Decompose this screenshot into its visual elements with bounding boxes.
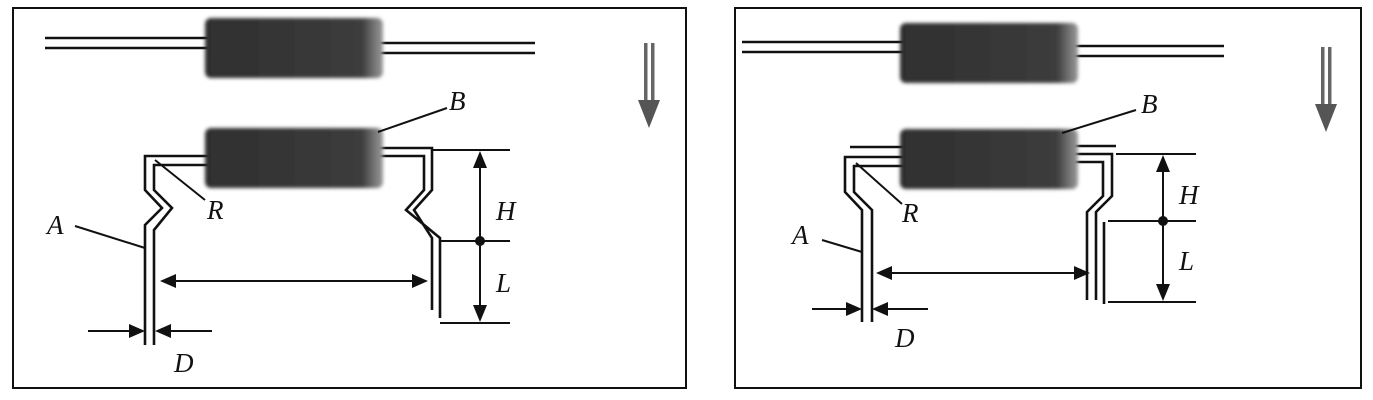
panel-2-label-a: A	[790, 220, 809, 250]
panel-2-straight-resistor	[742, 23, 1224, 83]
panel-2-label-l: L	[1178, 246, 1194, 276]
panel-2-formed-resistor	[843, 129, 1116, 322]
panel-2-frame	[734, 7, 1362, 389]
panel-2-leader-a	[821, 239, 863, 253]
panel-1-formed-body	[205, 128, 383, 188]
panel-1-label-b: B	[449, 86, 466, 116]
panel-2-diameter-dimension	[812, 302, 928, 316]
panel-1-left-lead-outer	[143, 154, 210, 345]
panel-1-formed-resistor	[143, 128, 442, 345]
panel-1-right-lead-outer	[372, 146, 434, 310]
panel-2: A B R H L D	[734, 7, 1362, 389]
panel-2-right-lead-inner	[1070, 160, 1105, 300]
panel-2-left-lead-inner	[852, 164, 906, 322]
panel-1-span-dimension	[160, 274, 428, 288]
panel-2-label-d: D	[894, 323, 915, 353]
panel-1-leader-b	[377, 107, 448, 133]
panel-1-label-r: R	[206, 195, 224, 225]
panel-1-left-lead-inner	[152, 163, 210, 345]
panel-2-left-lead-mid	[843, 155, 906, 322]
panel-2-span-dimension	[876, 266, 1090, 280]
panel-1-height-dimension	[432, 149, 510, 324]
panel-2-label-b: B	[1141, 89, 1158, 119]
panel-1-leader-r	[154, 159, 206, 201]
panel-2-label-r: R	[901, 198, 919, 228]
panel-2-right-lead-mid	[1070, 152, 1114, 300]
panel-1-right-lead-inner	[372, 154, 442, 318]
panel-2-label-h: H	[1178, 180, 1200, 210]
panel-1-straight-body	[205, 18, 383, 78]
panel-2-straight-body	[900, 23, 1078, 83]
panel-1-label-d: D	[173, 348, 194, 378]
panel-1-leader-a	[74, 225, 146, 249]
panel-1-straight-resistor	[45, 18, 535, 78]
panel-1-label-a: A	[45, 210, 64, 240]
panel-2-formed-body	[900, 129, 1078, 189]
panel-1: A B R H L D	[12, 7, 687, 389]
panel-1-diameter-dimension	[88, 324, 212, 338]
panel-1-label-l: L	[495, 268, 511, 298]
panel-1-frame	[12, 7, 687, 389]
panel-1-label-h: H	[495, 196, 517, 226]
panel-2-height-dimension	[1108, 153, 1196, 303]
panel-2-leader-b	[1061, 109, 1137, 134]
arrow-down-icon	[638, 43, 660, 128]
arrow-down-icon	[1315, 47, 1337, 132]
panel-2-leader-r	[855, 162, 903, 205]
